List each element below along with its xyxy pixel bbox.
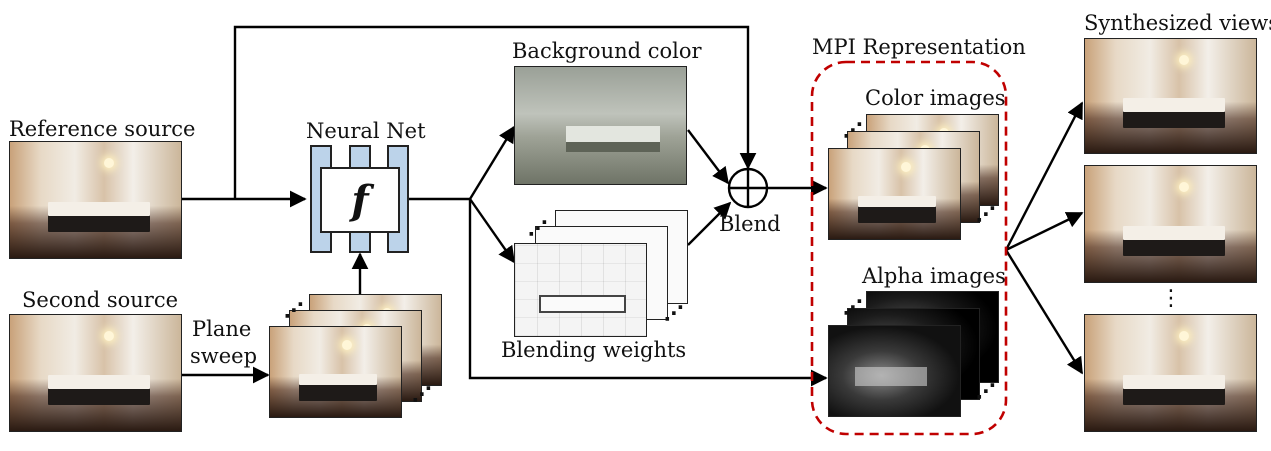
mpi-group-border: [810, 60, 1008, 436]
mpi-to-view2-arrow: [1005, 211, 1084, 252]
net-to-background-arrow: [468, 125, 516, 200]
net-function-box: f: [320, 167, 400, 233]
alpha-images-label: Alpha images: [862, 264, 1006, 288]
weights-to-blend-arrow: [687, 201, 732, 246]
color-layer-1: [828, 148, 961, 240]
synthesized-view-3: [1084, 314, 1257, 432]
plane-label: Plane: [192, 317, 252, 341]
mpi-to-view1-arrow: [1004, 101, 1084, 251]
background-to-blend-arrow: [687, 129, 730, 185]
alpha-layer-1: [828, 325, 961, 417]
ref-bypass-line: [233, 25, 757, 199]
alpha-stack-dots-bottom: ⋰: [976, 379, 996, 403]
synthesized-views-ellipsis: ⋮: [1160, 286, 1182, 311]
weights-stack-dots-top: ⋰: [528, 216, 548, 240]
psv-stack-dots-top: ⋰: [284, 298, 304, 322]
psv-stack-dots: ⋰: [412, 382, 432, 406]
mpi-representation-label: MPI Representation: [812, 35, 1026, 59]
neural-net-label: Neural Net: [306, 119, 426, 143]
net-to-alpha-arrow: [468, 199, 828, 387]
synthesized-view-1: [1084, 38, 1257, 154]
reference-source-label: Reference source: [9, 117, 196, 141]
blend-operator: [727, 167, 769, 209]
color-stack-dots-bottom: ⋰: [976, 202, 996, 226]
reference-source-image: [9, 141, 182, 259]
net-to-weights-arrow: [469, 198, 515, 264]
background-color-image: [514, 66, 687, 185]
blend-label: Blend: [719, 212, 781, 236]
color-images-label: Color images: [865, 86, 1006, 110]
blending-weights-label: Blending weights: [501, 338, 687, 362]
f-symbol: f: [351, 176, 369, 224]
psv-layer-1: [269, 326, 402, 418]
synthesized-view-2: [1084, 165, 1257, 283]
alpha-stack-dots-top: ⋰: [843, 295, 863, 319]
color-stack-dots-top: ⋰: [843, 118, 863, 142]
synthesized-views-label: Synthesized views: [1084, 11, 1271, 35]
sweep-label: sweep: [190, 344, 258, 368]
second-source-label: Second source: [22, 288, 179, 312]
mpi-to-view3-arrow: [1004, 249, 1084, 375]
weights-layer-1: [514, 243, 647, 337]
background-color-label: Background color: [512, 39, 702, 63]
second-source-image: [9, 314, 182, 432]
weights-stack-dots-bottom: ⋰: [664, 301, 684, 325]
